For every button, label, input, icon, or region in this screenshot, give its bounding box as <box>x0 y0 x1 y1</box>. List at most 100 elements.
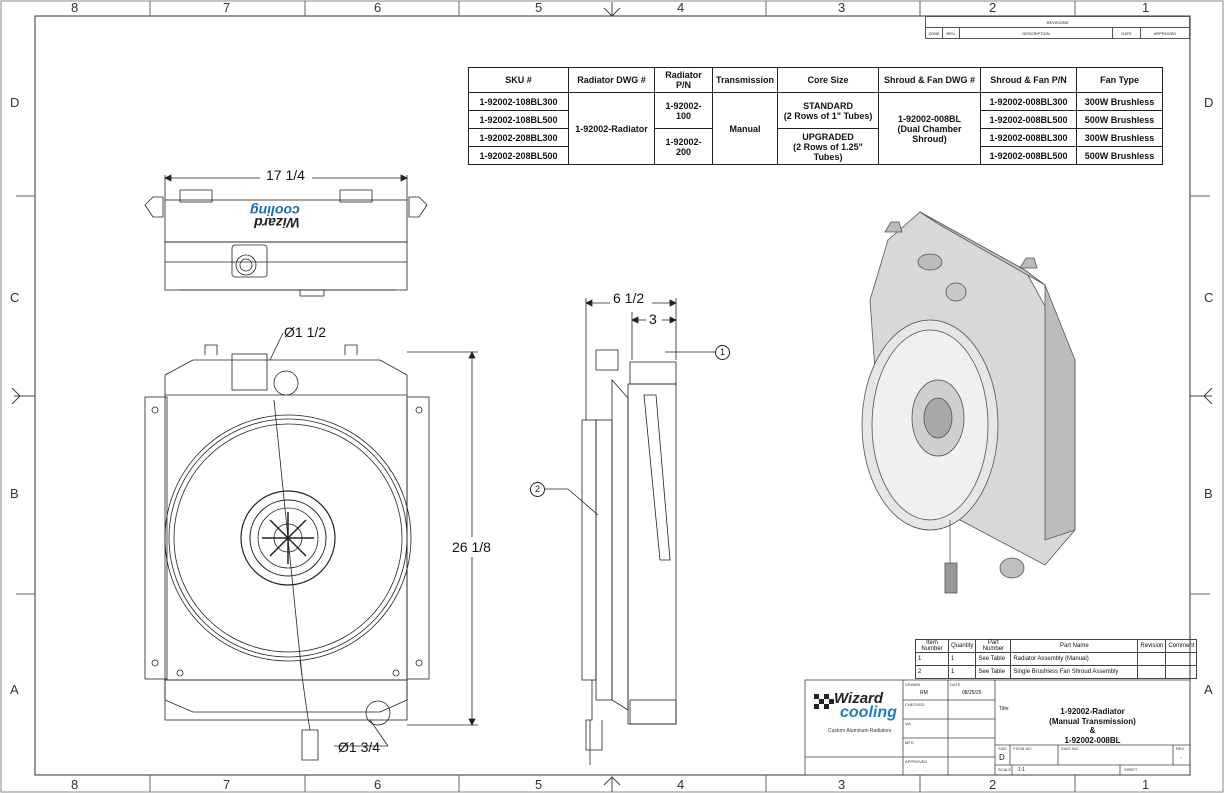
shroud-pn-cell: 1-92002-008BL300 <box>980 92 1078 111</box>
radiator-pn-cell: 1-92002-200 <box>654 128 713 165</box>
zone-top-2: 2 <box>989 0 997 15</box>
radiator-pn-cell: 1-92002-100 <box>654 92 713 129</box>
core-size-line: STANDARD <box>803 100 853 111</box>
rev-value: - <box>1180 755 1182 761</box>
drawn-by: RM <box>920 690 928 696</box>
header-sku: SKU # <box>468 67 569 93</box>
shroud-pn-cell: 1-92002-008BL500 <box>980 110 1078 129</box>
bom-header-part-number: Part Number <box>975 639 1012 653</box>
logo-word-bottom: cooling <box>840 704 897 721</box>
core-size-line: (2 Rows of 1.25" Tubes) <box>793 141 863 162</box>
top-view <box>144 174 428 297</box>
sku-cell: 1-92002-108BL300 <box>468 92 569 111</box>
dim-outlet-diameter: Ø1 3/4 <box>338 739 381 755</box>
zone-right-D: D <box>1204 95 1214 110</box>
header-fan-type: Fan Type <box>1076 67 1164 93</box>
dim-side-depth: 6 1/2 <box>613 290 645 306</box>
drawing-title-line: 1-92002-008BL <box>1064 735 1121 745</box>
rev-label: REV <box>1176 746 1185 751</box>
sku-cell: 1-92002-208BL500 <box>468 146 569 165</box>
bom-cell <box>1137 665 1167 679</box>
rev-col-approved: APPROVED <box>1140 27 1190 39</box>
bom-cell: 1 <box>947 652 977 666</box>
zone-bottom-5: 5 <box>535 777 543 792</box>
zone-right-C: C <box>1204 290 1214 305</box>
bom-cell: 2 <box>915 665 949 679</box>
balloon-2: 2 <box>530 482 545 497</box>
bom-header-comment: Comment <box>1165 639 1198 653</box>
bom-cell: See Table <box>975 665 1012 679</box>
table-row: 1 1 See Table Radiator Assembly (Manual) <box>915 652 1198 666</box>
drawing-title: 1-92002-Radiator (Manual Transmission) &… <box>1030 707 1155 745</box>
zone-bottom-6: 6 <box>374 777 382 792</box>
core-size-line: UPGRADED <box>802 131 854 142</box>
checked-label: CHECKED <box>905 702 925 707</box>
zone-bottom-7: 7 <box>223 777 231 792</box>
revisions-heading: REVISIONS <box>925 16 1190 28</box>
title-block-frame <box>804 679 1191 776</box>
zone-left-C: C <box>10 290 20 305</box>
zone-bottom-2: 2 <box>989 777 997 792</box>
side-view <box>545 298 715 765</box>
dim-height: 26 1/8 <box>452 539 491 555</box>
zone-right-B: B <box>1204 486 1213 501</box>
rev-col-date: DATE <box>1112 27 1141 39</box>
date-value: 08/25/25 <box>962 690 982 696</box>
bom-table: Item Number Quantity Part Number Part Na… <box>915 639 1198 679</box>
scale-value: 1:1 <box>1018 767 1025 773</box>
zone-right-A: A <box>1204 682 1213 697</box>
scale-label: SCALE <box>998 767 1012 772</box>
zone-bottom-4: 4 <box>677 777 685 792</box>
table-row: 1-92002-108BL500 1-92002-008BL500 500W B… <box>468 110 1164 129</box>
date-label: DATE <box>950 682 961 687</box>
zone-top-3: 3 <box>838 0 846 15</box>
fan-type-cell: 300W Brushless <box>1076 92 1164 111</box>
rev-col-rev: REV. <box>942 27 960 39</box>
dim-side-half: 3 <box>649 311 657 327</box>
bom-cell: 1 <box>947 665 977 679</box>
bom-header-revision: Revision <box>1137 639 1167 653</box>
zone-top-5: 5 <box>535 0 543 15</box>
bom-cell: 1 <box>915 652 949 666</box>
core-size-cell: UPGRADED(2 Rows of 1.25" Tubes) <box>777 128 880 165</box>
revisions-block: REVISIONS ZONE REV. DESCRIPTION DATE APP… <box>925 16 1190 39</box>
table-row: 2 1 See Table Single Brushless Fan Shrou… <box>915 665 1198 679</box>
fscm-label: FSCM NO. <box>1013 746 1033 751</box>
bom-cell: Single Brushless Fan Shroud Assembly <box>1010 665 1139 679</box>
zone-top-1: 1 <box>1142 0 1150 15</box>
sku-cell: 1-92002-208BL300 <box>468 128 569 147</box>
size-value: D <box>999 753 1005 762</box>
top-view-logo: Wizard cooling <box>250 203 300 231</box>
zone-top-4: 4 <box>677 0 685 15</box>
zone-left-B: B <box>10 486 19 501</box>
zone-bottom-1: 1 <box>1142 777 1150 792</box>
drawing-title-line: (Manual Transmission) <box>1049 716 1136 726</box>
checkered-flag-icon <box>814 694 834 709</box>
approved-label: APPROVED <box>905 759 928 764</box>
zone-top-7: 7 <box>223 0 231 15</box>
isometric-view <box>861 211 1076 594</box>
bom-cell <box>1137 652 1167 666</box>
shroud-pn-cell: 1-92002-008BL500 <box>980 146 1078 165</box>
drawing-title-line: & <box>1089 726 1096 735</box>
dim-inlet-diameter: Ø1 1/2 <box>284 324 327 340</box>
dim-top-width: 17 1/4 <box>266 167 305 183</box>
mfg-label: MFG <box>905 740 914 745</box>
qa-label: QA <box>905 721 911 726</box>
drawn-label: DRAWN <box>905 682 920 687</box>
bom-cell <box>1165 652 1198 666</box>
bom-header-item: Item Number <box>915 639 949 653</box>
rev-col-zone: ZONE <box>925 27 943 39</box>
bom-cell <box>1165 665 1198 679</box>
balloon-1: 1 <box>715 345 730 360</box>
zone-top-8: 8 <box>71 0 79 15</box>
logo-word-top: Wizard <box>834 690 884 707</box>
zone-left-A: A <box>10 682 19 697</box>
transmission-cell: Manual <box>711 92 779 165</box>
zone-top-6: 6 <box>374 0 382 15</box>
shroud-dwg-line: (Dual Chamber Shroud) <box>897 123 962 144</box>
drawing-title-line: 1-92002-Radiator <box>1060 707 1125 716</box>
bom-header-part-name: Part Name <box>1010 639 1139 653</box>
zone-bottom-8: 8 <box>71 777 79 792</box>
